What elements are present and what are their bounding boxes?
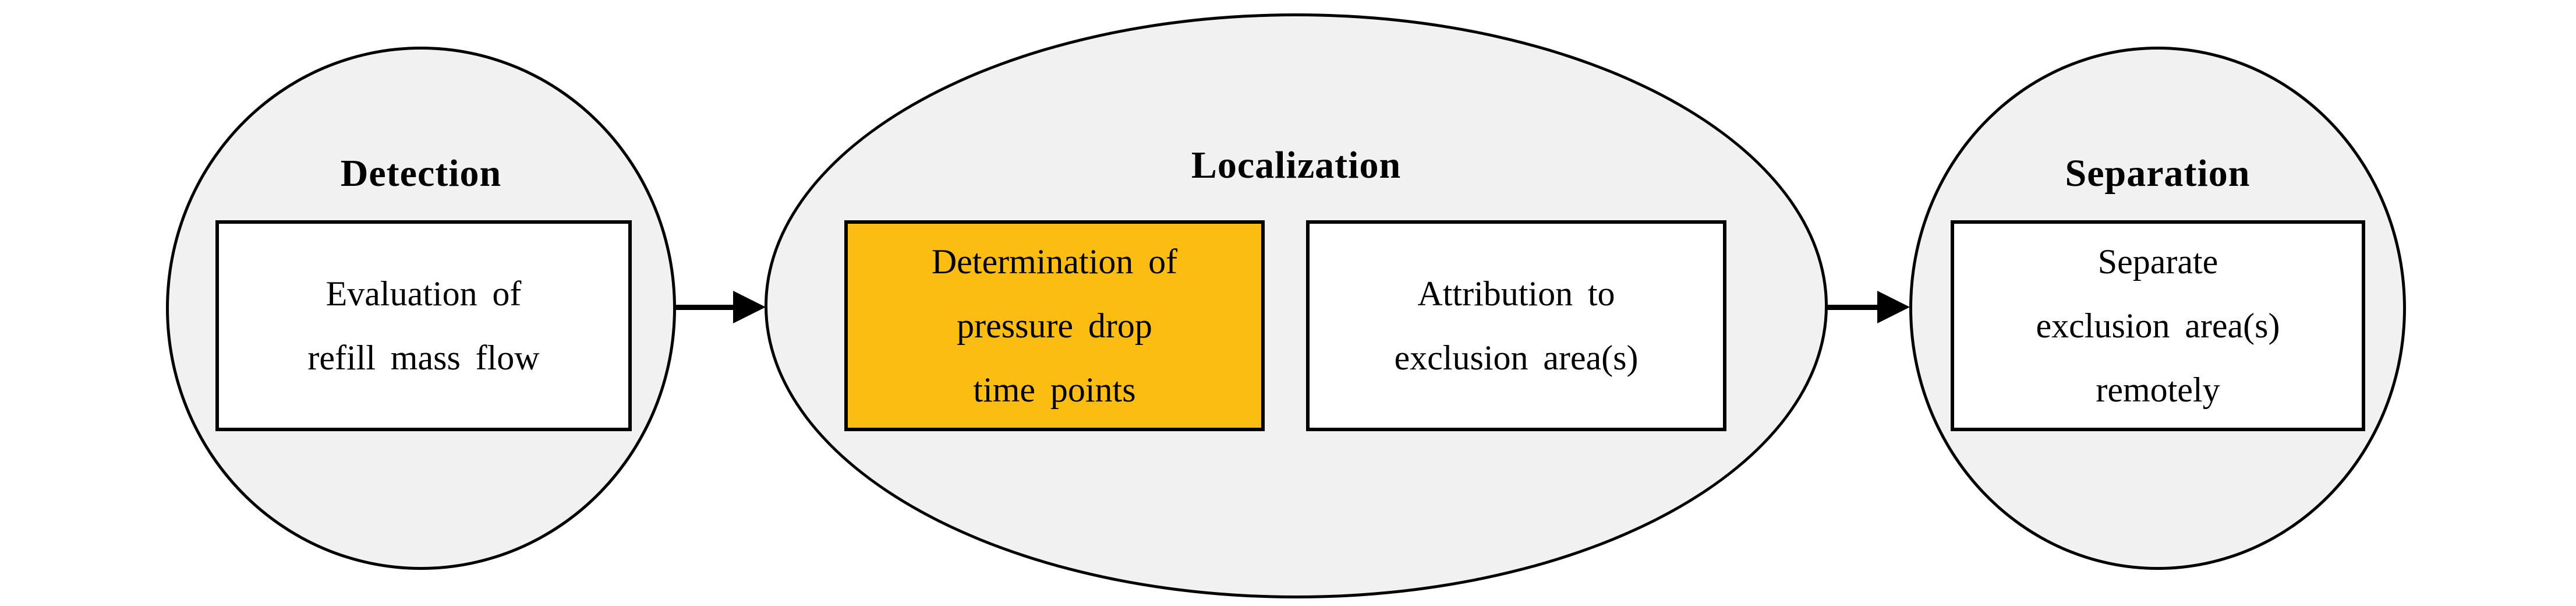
process-box-determination-pressure-drop-highlighted: Determination of pressure drop time poin… bbox=[844, 220, 1265, 431]
process-box-attribution-exclusion-areas: Attribution to exclusion area(s) bbox=[1306, 220, 1726, 431]
stage-title-localization: Localization bbox=[1191, 144, 1402, 186]
process-box-separate-exclusion-areas: Separate exclusion area(s) remotely bbox=[1951, 220, 2365, 431]
flow-arrow-localization-to-separation-shaft bbox=[1827, 305, 1880, 310]
flow-arrow-localization-to-separation-head-icon bbox=[1877, 291, 1910, 323]
process-box-evaluation-refill-mass-flow: Evaluation of refill mass flow bbox=[215, 220, 632, 431]
flow-arrow-detection-to-localization-shaft bbox=[674, 305, 736, 310]
stage-title-detection: Detection bbox=[340, 152, 502, 195]
stage-title-separation: Separation bbox=[2065, 152, 2251, 195]
flow-arrow-detection-to-localization-head-icon bbox=[733, 291, 766, 323]
